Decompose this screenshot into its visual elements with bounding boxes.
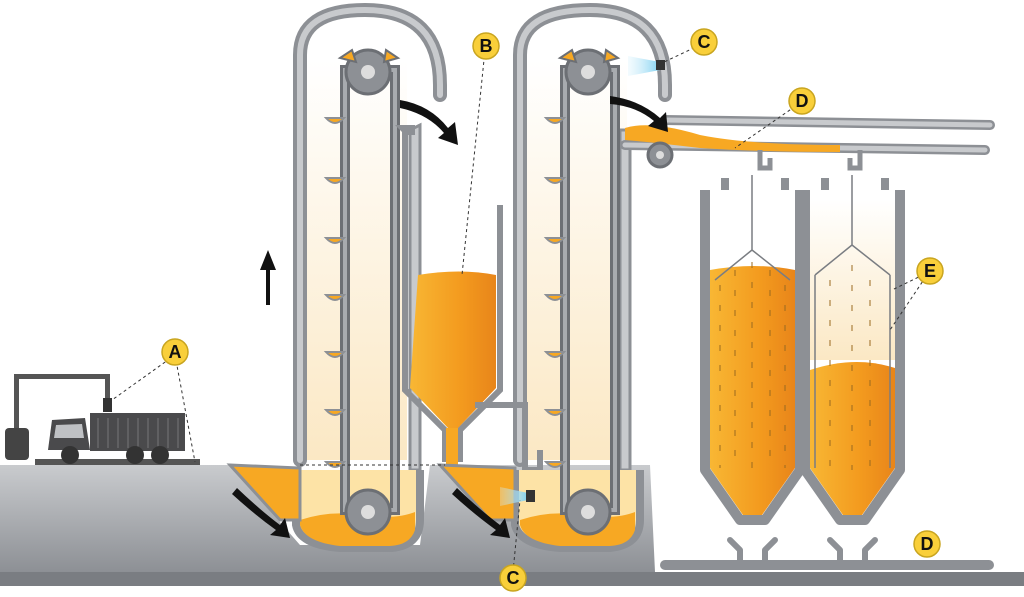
callout-b: B (472, 32, 500, 60)
callout-d-bottom: D (913, 530, 941, 558)
callout-c-bottom: C (499, 564, 527, 592)
callout-a-label: A (169, 342, 182, 362)
callout-d-top-label: D (796, 91, 809, 111)
hopper-bin (395, 125, 503, 468)
top-conveyor (620, 115, 995, 171)
elevator-1-buckets (323, 117, 347, 468)
callout-d-bottom-label: D (921, 534, 934, 554)
elevator-2-buckets (543, 117, 567, 468)
truck-icon (35, 413, 200, 465)
elevator-pulley-icon (337, 48, 401, 536)
callout-c-bottom-label: C (507, 568, 520, 588)
callout-b-label: B (480, 36, 493, 56)
callout-e: E (916, 257, 944, 285)
flow-arrow-icon (232, 96, 668, 538)
callout-c-top: C (690, 28, 718, 56)
elevator-pulley-icon (557, 48, 621, 536)
probe-crane-icon (5, 374, 112, 460)
intake-pit (226, 463, 517, 522)
callout-a: A (161, 338, 189, 366)
silo-2 (800, 175, 905, 563)
up-arrow-icon (260, 250, 276, 305)
silo-1 (700, 175, 805, 563)
callout-d-top: D (788, 87, 816, 115)
spray-nozzle-icon (500, 487, 535, 506)
spray-nozzle-icon (628, 56, 665, 76)
callout-e-label: E (924, 261, 936, 281)
callout-c-top-label: C (698, 32, 711, 52)
